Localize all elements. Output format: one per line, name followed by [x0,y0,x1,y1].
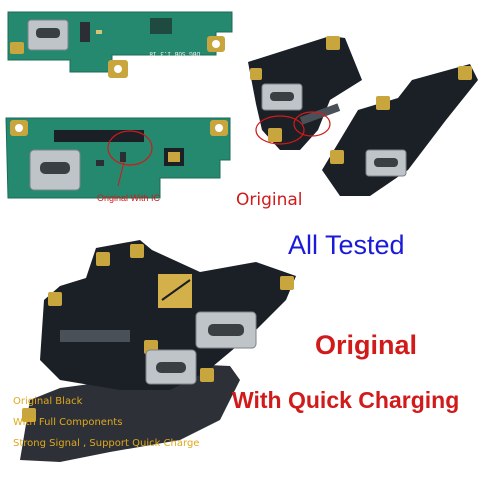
board-top-right [248,36,362,150]
board-lower-left [20,349,240,462]
feature-strong-signal: Strong Signal , Support Quick Charge [13,438,200,449]
original-label-small: Original [236,190,303,210]
ic-highlight-circle [107,130,153,166]
board-silk-text: DBG SUB 1.3 18 [149,50,200,57]
feature-full-components: With Full Components [13,417,123,428]
feature-original-black: Original Black [13,396,83,407]
original-highlight-circle [255,115,305,145]
original-with-ic-label: Original With IC [97,193,161,203]
flex-connector [60,330,130,342]
quick-charging-label: With Quick Charging [232,387,460,413]
flex-connector [54,130,144,142]
board-middle-left [5,117,231,199]
original-label-big: Original [315,330,418,360]
board-right [322,64,478,196]
board-top-left [7,11,233,78]
board-bottom [40,240,296,390]
all-tested-label: All Tested [288,230,405,260]
